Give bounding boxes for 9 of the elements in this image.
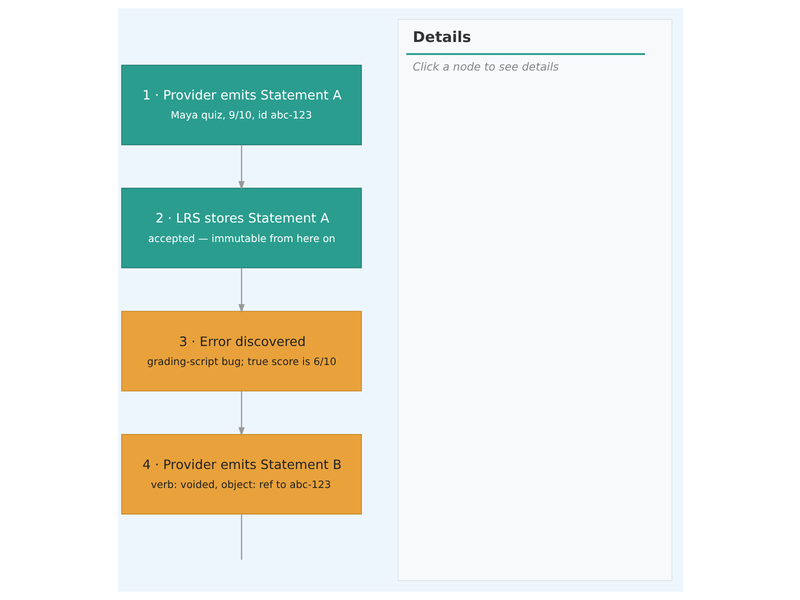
connector: [240, 514, 242, 560]
node-box: 3 · Error discovered grading-script bug; true score is 6/10: [120, 310, 362, 392]
arrow: [238, 391, 244, 436]
arrow: [238, 268, 244, 314]
node-box: Details Click a node to see details: [397, 18, 672, 582]
node-box: 2 · LRS stores Statement A accepted — immutable from here on: [120, 188, 362, 268]
node-box: 4 · Provider emits Statement B verb: voided, object: ref to abc-123: [120, 434, 362, 514]
arrow: [238, 144, 244, 190]
node-box: 1 · Provider emits Statement A Maya quiz, 9/10, id abc-123: [120, 64, 362, 146]
